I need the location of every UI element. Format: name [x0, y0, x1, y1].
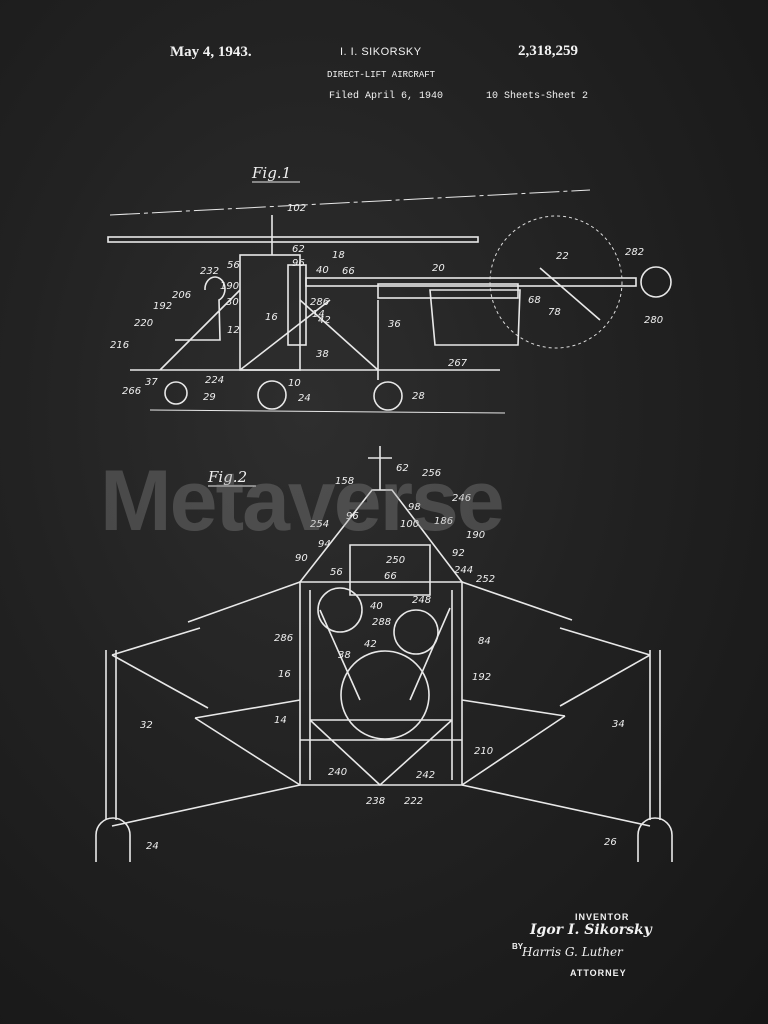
reference-number: 68	[528, 295, 541, 306]
reference-number: 190	[220, 281, 239, 292]
reference-number: 14	[312, 309, 325, 320]
reference-number: 206	[172, 290, 191, 301]
sheet-count: 10 Sheets-Sheet 2	[486, 91, 589, 102]
reference-number: 216	[110, 340, 129, 351]
reference-number: 29	[203, 392, 216, 403]
patent-title: DIRECT-LIFT AIRCRAFT	[327, 70, 436, 80]
reference-number: 34	[612, 719, 625, 730]
reference-number: 36	[388, 319, 401, 330]
reference-number: 38	[316, 349, 329, 360]
reference-number: 62	[292, 244, 305, 255]
reference-number: 240	[328, 767, 347, 778]
reference-number: 232	[200, 266, 219, 277]
reference-number: 32	[140, 720, 153, 731]
reference-number: 10	[288, 378, 301, 389]
reference-number: 56	[330, 567, 343, 578]
by-label: BY	[512, 942, 524, 951]
reference-number: 24	[146, 841, 159, 852]
fig1-reference-numbers: 102 62 96 18 40 66 56 232 190 206 30 192…	[110, 203, 663, 404]
reference-number: 37	[145, 377, 158, 388]
fig1-label: Fig.1	[251, 164, 291, 182]
reference-number: 30	[226, 297, 239, 308]
reference-number: 62	[396, 463, 409, 474]
reference-number: 244	[454, 565, 473, 576]
reference-number: 210	[474, 746, 493, 757]
reference-number: 267	[448, 358, 468, 369]
reference-number: 96	[346, 511, 359, 522]
reference-number: 102	[287, 203, 306, 214]
fig1-helicopter-side-view: Fig.1 102 62 96 18 40 66 56 232 190 206 …	[107, 164, 672, 414]
reference-number: 98	[408, 502, 421, 513]
reference-number: 16	[278, 669, 291, 680]
fig2-label: Fig.2	[207, 468, 247, 486]
reference-number: 56	[227, 260, 240, 271]
reference-number: 66	[384, 571, 397, 582]
reference-number: 16	[265, 312, 278, 323]
reference-number: 96	[292, 258, 305, 269]
reference-number: 186	[434, 516, 453, 527]
fig2-reference-numbers: 62 256 158 246 98 96 186 254 100 94 190 …	[140, 463, 625, 852]
reference-number: 286	[274, 633, 293, 644]
inventor-signature: Igor I. Sikorsky	[530, 922, 652, 938]
reference-number: 66	[342, 266, 355, 277]
reference-number: 38	[338, 650, 351, 661]
reference-number: 288	[372, 617, 391, 628]
reference-number: 90	[295, 553, 308, 564]
reference-number: 192	[153, 301, 172, 312]
reference-number: 192	[472, 672, 491, 683]
inventor-short: I. I. SIKORSKY	[340, 46, 422, 58]
reference-number: 40	[316, 265, 329, 276]
reference-number: 246	[452, 493, 471, 504]
reference-number: 42	[364, 639, 377, 650]
reference-number: 42	[318, 315, 331, 326]
reference-number: 20	[432, 263, 445, 274]
reference-number: 256	[422, 468, 441, 479]
reference-number: 22	[556, 251, 569, 262]
reference-number: 248	[412, 595, 431, 606]
reference-number: 100	[400, 519, 419, 530]
attorney-label: ATTORNEY	[570, 968, 627, 978]
reference-number: 18	[332, 250, 345, 261]
reference-number: 84	[478, 636, 491, 647]
reference-number: 242	[416, 770, 435, 781]
inventor-label: INVENTOR	[575, 912, 630, 922]
reference-number: 224	[205, 375, 224, 386]
reference-number: 190	[466, 530, 485, 541]
reference-number: 238	[366, 796, 385, 807]
reference-number: 24	[298, 393, 311, 404]
reference-number: 282	[625, 247, 644, 258]
watermark: Metaverse	[100, 453, 505, 549]
reference-number: 92	[452, 548, 465, 559]
reference-number: 40	[370, 601, 383, 612]
reference-number: 94	[318, 539, 331, 550]
attorney-signature: Harris G. Luther	[522, 945, 623, 959]
filed-date: Filed April 6, 1940	[329, 91, 444, 102]
reference-number: 286	[310, 297, 329, 308]
reference-number: 220	[134, 318, 153, 329]
patent-date: May 4, 1943.	[170, 44, 252, 60]
reference-number: 266	[122, 386, 141, 397]
reference-number: 250	[386, 555, 405, 566]
reference-number: 26	[604, 837, 617, 848]
fig2-helicopter-front-view: Fig.2 62 256 158 246 98 96 186 254 100 9…	[95, 446, 673, 862]
reference-number: 78	[548, 307, 561, 318]
reference-number: 158	[335, 476, 354, 487]
reference-number: 12	[227, 325, 240, 336]
reference-number: 28	[412, 391, 425, 402]
reference-number: 254	[310, 519, 329, 530]
reference-number: 252	[476, 574, 495, 585]
reference-number: 14	[274, 715, 287, 726]
patent-number: 2,318,259	[518, 43, 578, 59]
reference-number: 222	[404, 796, 423, 807]
reference-number: 280	[644, 315, 663, 326]
